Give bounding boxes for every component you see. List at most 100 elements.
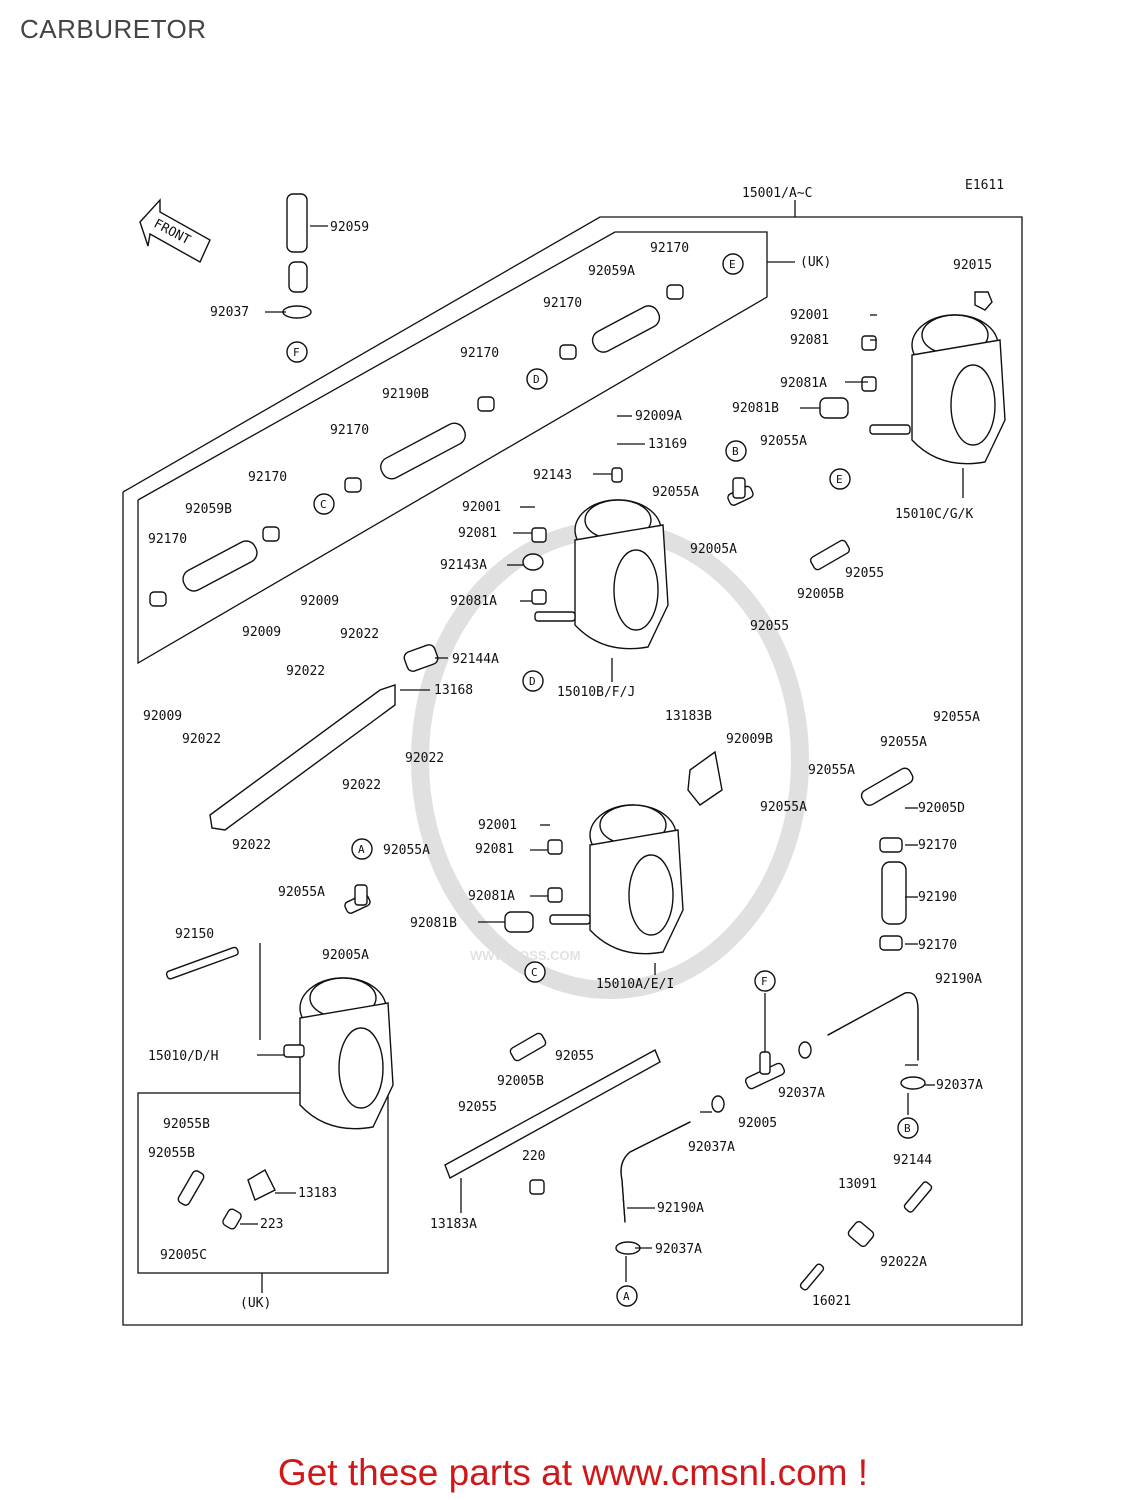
part-label: 92022 [405,751,444,766]
part-label: 92022 [182,732,221,747]
svg-text:D: D [533,373,540,386]
part-labels: 92059 92037 92170 92059A 92170 92170 921… [143,220,992,1309]
part-label: 92005A [690,542,737,557]
carburetor-3 [549,804,684,955]
carburetor-1 [869,314,1006,465]
callout-B-2: B [897,1117,919,1139]
svg-text:A: A [623,1290,630,1303]
brackets [209,684,723,1201]
svg-text:A: A [358,843,365,856]
svg-text:B: B [904,1122,911,1135]
part-label: 92037A [778,1086,825,1101]
clamps [149,284,926,1255]
part-label: 92190A [657,1201,704,1216]
front-arrow: FRONT [139,198,211,263]
uk-label-bottom: (UK) [240,1296,271,1311]
part-label: 92005D [918,801,965,816]
part-label: 16021 [812,1294,851,1309]
part-label: 92001 [462,500,501,515]
part-label: 92005A [322,948,369,963]
part-label: 92190A [935,972,982,987]
part-label: 92009 [242,625,281,640]
part-label: 92055B [163,1117,210,1132]
part-label: 92022 [232,838,271,853]
part-label: 92055A [808,763,855,778]
part-label: 92055A [880,735,927,750]
part-label: 92170 [650,241,689,256]
part-label: 92009A [635,409,682,424]
part-label: 92009 [300,594,339,609]
part-label: 92055A [278,885,325,900]
part-label: 92081B [732,401,779,416]
callout-F-1: F [286,341,308,363]
part-label: 92055A [760,434,807,449]
callout-C-1: C [313,493,335,515]
part-label: 92059A [588,264,635,279]
part-label: 92170 [543,296,582,311]
svg-text:E: E [836,473,843,486]
callout-D-1: D [526,368,548,390]
part-label: 220 [522,1149,545,1164]
part-label: 92170 [248,470,287,485]
part-label: 92005B [797,587,844,602]
part-label: 92143A [440,558,487,573]
uk-box-top [137,231,795,665]
part-label: 13183 [298,1186,337,1201]
part-label: 92170 [460,346,499,361]
callout-C-2: C [524,961,546,983]
part-label: 92170 [148,532,187,547]
part-label: 15010C/G/K [895,507,973,522]
parts-link-banner[interactable]: Get these parts at www.cmsnl.com ! [277,1452,869,1493]
callout-E-1: E [722,253,744,275]
svg-text:D: D [529,675,536,688]
assembly-label: 15001/A~C [742,186,812,201]
part-label: 223 [260,1217,283,1232]
part-label: 92055 [750,619,789,634]
part-label: 92005C [160,1248,207,1263]
carburetor-4 [283,977,394,1130]
leader-lines [240,225,964,1282]
tubes [182,193,919,1223]
part-label: 92055A [652,485,699,500]
part-label: 92055 [845,566,884,581]
part-label: 92022 [286,664,325,679]
part-label: 92009 [143,709,182,724]
part-label: 92001 [478,818,517,833]
part-label: 92081 [790,333,829,348]
callout-A-1: A [351,838,373,860]
uk-label-top: (UK) [800,255,831,270]
callout-markers: A A B B C C D D E E F F [286,253,919,1307]
part-label: 92190B [382,387,429,402]
watermark-text: WWW.BOSS.COM [470,948,581,963]
part-label: 92037A [688,1140,735,1155]
part-label: 13183A [430,1217,477,1232]
callout-A-2: A [616,1285,638,1307]
part-label: 92190 [918,890,957,905]
part-label: 92055A [383,843,430,858]
part-label: 92081A [468,889,515,904]
part-label: 92022 [340,627,379,642]
callout-B-1: B [725,440,747,462]
svg-text:E: E [729,258,736,271]
part-label: 92081B [410,916,457,931]
part-label: 13091 [838,1177,877,1192]
svg-text:B: B [732,445,739,458]
small-parts [165,291,993,1291]
svg-text:F: F [293,346,300,359]
diagram-code: E1611 [965,178,1004,193]
carburetor-2 [534,499,669,650]
svg-text:F: F [761,975,768,988]
callout-D-2: D [522,670,544,692]
page-title: CARBURETOR [20,14,207,44]
part-label: 92059 [330,220,369,235]
part-label: 92055A [760,800,807,815]
assembly-outline [122,200,1023,1326]
part-label: 92170 [918,838,957,853]
part-label: 92005 [738,1116,777,1131]
part-label: 92081 [458,526,497,541]
part-label: 13168 [434,683,473,698]
callout-F-2: F [754,970,776,992]
part-label: 92150 [175,927,214,942]
uk-box-bottom [137,1092,389,1293]
